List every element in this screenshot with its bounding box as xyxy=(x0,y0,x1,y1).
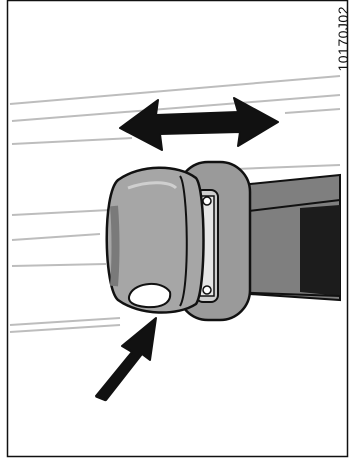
release-button xyxy=(129,284,170,307)
figure-code: 10170J02 xyxy=(336,6,350,72)
